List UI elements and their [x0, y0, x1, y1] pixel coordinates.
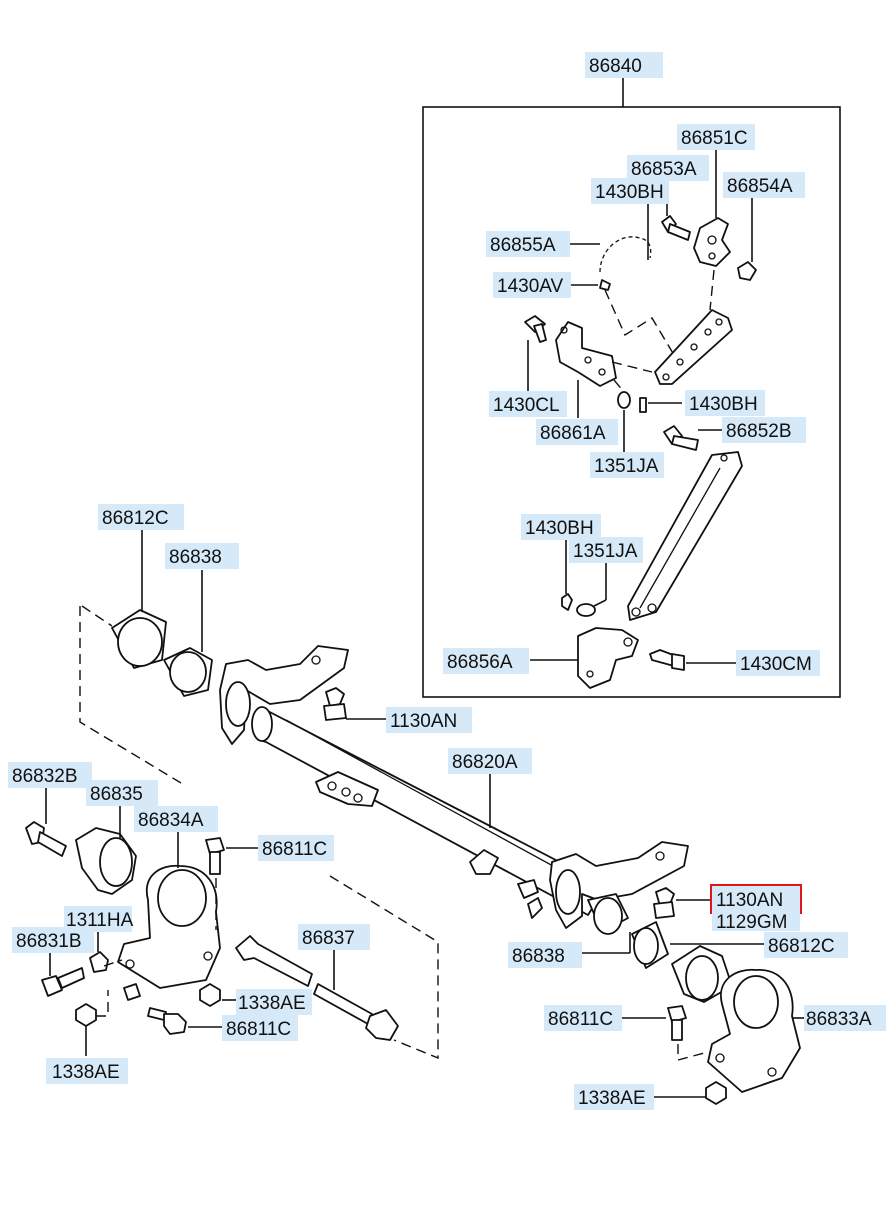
label-1311ha: 1311HA [66, 910, 134, 931]
label-86811c-left: 86811C [262, 839, 327, 860]
label-86832b: 86832B [12, 766, 78, 787]
label-1430bh-low: 1430BH [525, 518, 594, 539]
label-1351ja-mid: 1351JA [594, 456, 659, 477]
right-mount-bracket [549, 841, 689, 929]
left-mount-bracket [219, 645, 349, 745]
bracket-86861a [555, 321, 617, 387]
label-1338ae-left: 1338AE [52, 1062, 120, 1083]
label-86852b: 86852B [726, 421, 792, 442]
label-86812c-left: 86812C [102, 508, 169, 529]
label-1129gm: 1129GM [716, 912, 787, 933]
bracket-86851c [693, 217, 731, 267]
label-1430cm: 1430CM [740, 654, 812, 675]
label-86837: 86837 [302, 928, 355, 949]
label-1338ae-mid: 1338AE [238, 993, 306, 1014]
label-86835: 86835 [90, 784, 143, 805]
bracket-86856a [577, 627, 639, 689]
label-86831b: 86831B [16, 931, 82, 952]
label-1430bh-top: 1430BH [595, 182, 664, 203]
label-86838-left: 86838 [169, 547, 222, 568]
label-86833a: 86833A [806, 1009, 872, 1030]
label-1130an-right: 1130AN [716, 890, 783, 911]
label-86861a: 86861A [540, 423, 606, 444]
label-86812c-right: 86812C [768, 936, 835, 957]
label-86854a: 86854A [727, 176, 793, 197]
callout-labels: 86840 86851C 86853A 1430BH 86854A 86855A… [8, 52, 886, 1110]
label-1430bh-mid: 1430BH [689, 394, 758, 415]
label-86851c: 86851C [681, 128, 748, 149]
label-86856a: 86856A [447, 652, 513, 673]
shaft-86837 [235, 935, 313, 987]
label-1430cl: 1430CL [493, 395, 560, 416]
label-1338ae-right: 1338AE [578, 1088, 646, 1109]
label-86853a: 86853A [631, 159, 697, 180]
label-86838-right: 86838 [512, 946, 565, 967]
label-86820a: 86820A [452, 752, 518, 773]
label-1430av: 1430AV [497, 276, 564, 297]
label-1351ja-low: 1351JA [573, 541, 638, 562]
label-86811c-right: 86811C [548, 1009, 613, 1030]
label-86840: 86840 [589, 56, 642, 77]
label-86834a: 86834A [138, 810, 204, 831]
lever-plate [654, 309, 733, 385]
label-86811c-mid: 86811C [226, 1019, 291, 1040]
subassembly-box [422, 106, 841, 698]
label-86855a: 86855A [490, 235, 556, 256]
label-1130an-top: 1130AN [390, 711, 457, 732]
